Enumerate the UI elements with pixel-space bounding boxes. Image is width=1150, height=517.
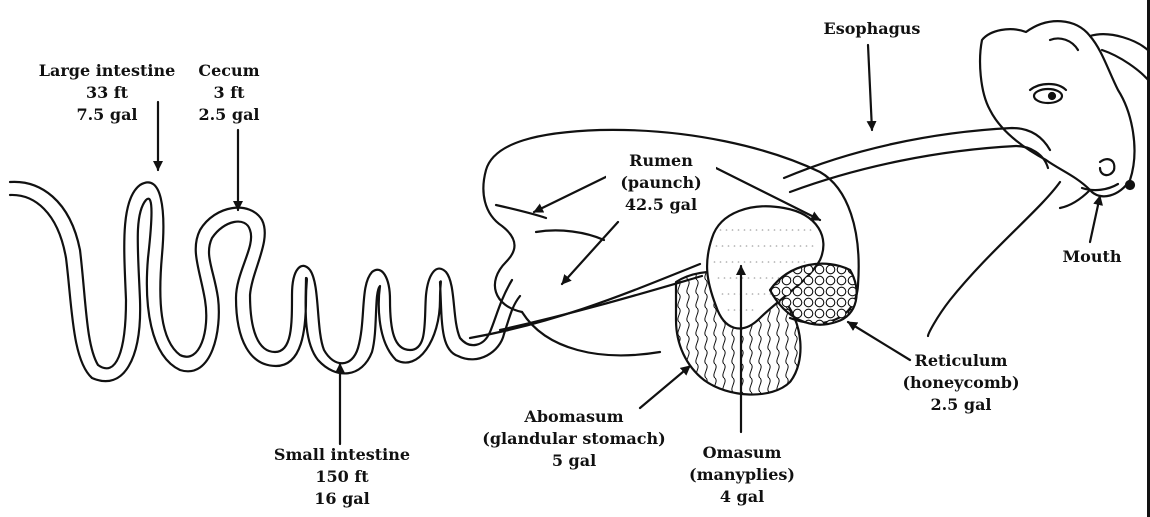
reticulum-alt: (honeycomb) (898, 372, 1024, 394)
label-esophagus: Esophagus (812, 18, 932, 40)
small-intestine-length: 150 ft (262, 466, 422, 488)
omasum-name: Omasum (674, 442, 810, 464)
label-abomasum: Abomasum (glandular stomach) 5 gal (474, 406, 674, 472)
label-rumen: Rumen (paunch) 42.5 gal (606, 150, 716, 216)
arrow-mouth (1090, 196, 1100, 242)
cecum-volume: 2.5 gal (186, 104, 272, 126)
large-intestine-volume: 7.5 gal (22, 104, 192, 126)
cow-horn-base (1050, 38, 1078, 50)
cow-pupil (1049, 93, 1055, 99)
label-small-intestine: Small intestine 150 ft 16 gal (262, 444, 422, 510)
label-reticulum: Reticulum (honeycomb) 2.5 gal (898, 350, 1024, 416)
arrow-esophagus (868, 45, 872, 130)
intestine-outer-line (10, 182, 512, 368)
label-mouth: Mouth (1052, 246, 1132, 268)
small-intestine-name: Small intestine (262, 444, 422, 466)
cecum-name: Cecum (186, 60, 272, 82)
label-large-intestine: Large intestine 33 ft 7.5 gal (22, 60, 192, 126)
mouth-name: Mouth (1052, 246, 1132, 268)
intestine-inner-line (10, 195, 520, 381)
rumen-lower-lobe (522, 312, 660, 355)
cow-nose-tip (1126, 181, 1134, 189)
label-cecum: Cecum 3 ft 2.5 gal (186, 60, 272, 126)
large-intestine-name: Large intestine (22, 60, 192, 82)
esophagus-name: Esophagus (812, 18, 932, 40)
label-omasum: Omasum (manyplies) 4 gal (674, 442, 810, 508)
cow-jaw (1060, 190, 1090, 208)
reticulum-volume: 2.5 gal (898, 394, 1024, 416)
abomasum-volume: 5 gal (474, 450, 674, 472)
rumen-volume: 42.5 gal (606, 194, 716, 216)
rumen-name: Rumen (606, 150, 716, 172)
duodenum-line (470, 264, 700, 338)
abomasum-alt: (glandular stomach) (474, 428, 674, 450)
rumen-mid-line (536, 230, 604, 240)
cow-neck-line (928, 182, 1060, 336)
arrow-abomasum (640, 366, 690, 408)
abomasum-name: Abomasum (474, 406, 674, 428)
omasum-alt: (manyplies) (674, 464, 810, 486)
rumen-upper-groove (496, 205, 546, 218)
large-intestine-length: 33 ft (22, 82, 192, 104)
arrow-rumen-left (534, 172, 616, 212)
cow-ear-2 (1102, 50, 1150, 82)
omasum-volume: 4 gal (674, 486, 810, 508)
cecum-length: 3 ft (186, 82, 272, 104)
esophagus-lower (790, 146, 1048, 192)
reticulum-name: Reticulum (898, 350, 1024, 372)
small-intestine-volume: 16 gal (262, 488, 422, 510)
cow-nostril (1100, 159, 1114, 175)
rumen-alt: (paunch) (606, 172, 716, 194)
cow-head-outline (980, 21, 1134, 196)
